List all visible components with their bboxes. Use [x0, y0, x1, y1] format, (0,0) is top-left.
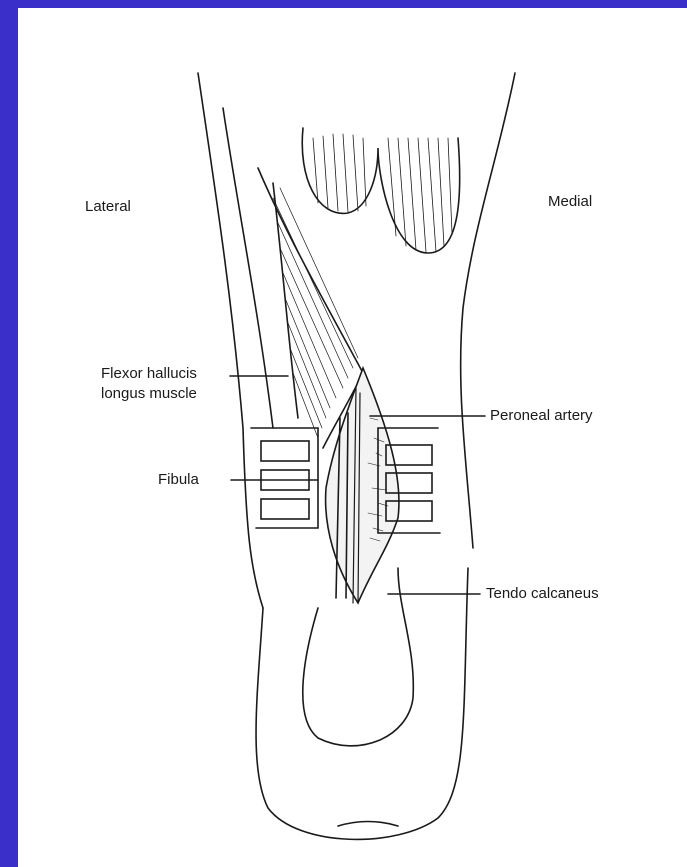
label-flexor-line1: Flexor hallucis [101, 364, 197, 383]
leg-outline-medial [461, 73, 515, 548]
heel-outline [256, 568, 468, 839]
label-peroneal-artery: Peroneal artery [490, 406, 593, 425]
gastrocnemius-hatching [313, 134, 452, 252]
label-lateral: Lateral [85, 197, 131, 216]
label-medial: Medial [548, 192, 592, 211]
slide-canvas: Lateral Medial Flexor hallucis longus mu… [18, 8, 687, 867]
label-fibula: Fibula [158, 470, 199, 489]
leg-anatomy-illustration [18, 8, 687, 867]
flexor-muscle-outline [258, 168, 363, 448]
flexor-muscle-hatching [273, 188, 358, 438]
inner-lateral-line [223, 108, 273, 428]
gastrocnemius-left-head [302, 128, 459, 253]
label-tendo-calcaneus: Tendo calcaneus [486, 584, 599, 603]
retractor-lateral [251, 428, 318, 528]
label-flexor-line2: longus muscle [101, 384, 197, 403]
